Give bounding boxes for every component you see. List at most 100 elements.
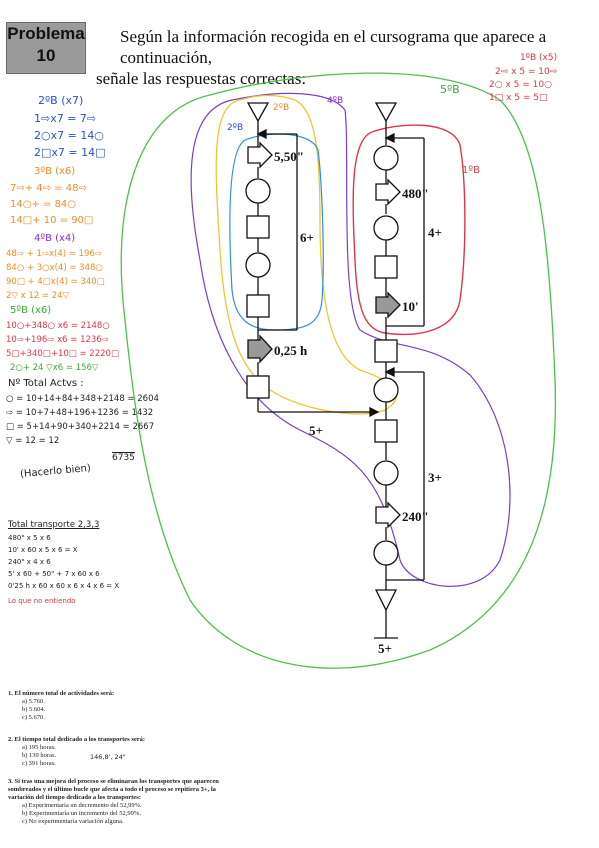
- tag-1b: 1ºB: [462, 165, 480, 176]
- note-1b-l3: 1□ x 5 = 5□: [489, 93, 548, 103]
- note-transp-l5: 0'25 h x 60 x 60 x 6 x 4 x 6 = X: [8, 582, 120, 590]
- intro-text: Según la información recogida en el curs…: [96, 26, 596, 89]
- note-5b-head: 5ºB (x6): [10, 305, 52, 316]
- time-label-240: 240": [402, 509, 429, 524]
- note-total-l1: ○ = 10+14+84+348+2148 = 2604: [6, 394, 159, 404]
- time-label-480: 480": [402, 186, 429, 201]
- question-1: 1. El número total de actividades será: …: [8, 690, 308, 722]
- operation-circle-5: [373, 377, 399, 403]
- note-total-l3: □ = 5+14+90+340+2214 = 2667: [6, 422, 155, 432]
- note-total-l2: ⇨ = 10+7+48+196+1236 = 1432: [6, 408, 154, 418]
- note-4b-l2: 84○ + 3○x(4) = 348○: [6, 263, 103, 273]
- question-2: 2. El tiempo total dedicado a los transp…: [8, 736, 308, 768]
- note-4b-l4: 2▽ x 12 = 24▽: [6, 291, 70, 301]
- tag-4b: 4ºB: [327, 96, 344, 106]
- note-3b-l1: 7⇨+ 4⇨ = 48⇨: [10, 183, 87, 194]
- note-4b-l3: 90□ + 4□x(4) = 340□: [6, 277, 105, 287]
- badge-number: 10: [36, 46, 56, 65]
- transport-arrow-1: [247, 141, 273, 169]
- note-1b-head: 1ºB (x5): [520, 53, 558, 63]
- blue-loop-2b: [229, 133, 324, 331]
- transport-arrow-2: [375, 178, 401, 206]
- question-1-option-c[interactable]: c) 5.670.: [22, 714, 45, 721]
- right-column: [373, 102, 425, 639]
- purple-loop-4b: [190, 92, 511, 587]
- loop-label-4: 4+: [428, 225, 442, 240]
- note-3b-l2: 14○+ = 84○: [10, 199, 77, 210]
- question-3-option-a[interactable]: a) Experimentaría un decremento del 52,9…: [22, 802, 142, 809]
- time-label-025h: 0,25 h: [274, 343, 308, 358]
- question-2-option-b[interactable]: b) 139 horas.: [22, 752, 57, 759]
- note-2b-l2: 2○x7 = 14○: [34, 129, 104, 142]
- transport-arrow-shaded: [247, 334, 273, 364]
- note-5b-l2: 10⇨+196⇨ x6 = 1236⇨: [6, 335, 109, 345]
- note-transp-l4: 5' x 60 + 50" + 7 x 60 x 6: [8, 570, 100, 578]
- tag-2b-yellow: 2ºB: [273, 103, 290, 113]
- note-5b-l4: 2○+ 24 ▽x6 = 156▽: [10, 363, 99, 373]
- time-label-10min: 10': [402, 299, 419, 314]
- question-3-title: 3. Si tras una mejora del proceso se eli…: [8, 778, 219, 801]
- note-4b-l1: 48⇨ + 1⇨x(4) = 196⇨: [6, 249, 102, 259]
- tag-5b: 5ºB: [440, 83, 460, 96]
- loop-label-6: 6+: [300, 230, 314, 245]
- note-5b-l1: 10○+348○ x6 = 2148○: [6, 321, 110, 331]
- note-total-head: Nº Total Actvs :: [8, 378, 84, 389]
- left-column: [245, 102, 380, 418]
- operation-circle-1: [245, 178, 271, 204]
- note-1b-l2: 2○ x 5 = 10○: [489, 80, 552, 90]
- storage-triangle-3: [374, 589, 398, 612]
- badge-title: Problema: [7, 24, 85, 43]
- inspection-square-3: [246, 375, 270, 399]
- note-total-sum: 6735: [112, 452, 135, 463]
- question-1-option-b[interactable]: b) 5.604.: [22, 706, 46, 713]
- note-transp-l2: 10' x 60 x 5 x 6 = X: [8, 546, 78, 554]
- inspection-square-1: [246, 215, 270, 239]
- note-transp-l3: 240" x 4 x 6: [8, 558, 51, 566]
- note-2b-head: 2ºB (x7): [38, 94, 84, 107]
- note-2b-l1: 1⇨x7 = 7⇨: [34, 112, 97, 125]
- operation-circle-6: [373, 460, 399, 486]
- loop-label-5: 5+: [309, 423, 323, 438]
- note-transp-l1: 480" x 5 x 6: [8, 534, 51, 542]
- storage-triangle-2: [374, 102, 398, 123]
- note-transp-l6: Lo que no entiendo: [8, 597, 76, 605]
- tag-2b-blue: 2ºB: [227, 123, 244, 133]
- question-1-option-a[interactable]: a) 5.760.: [22, 698, 45, 705]
- yellow-loop-3b: [215, 94, 397, 415]
- green-loop-5b: [120, 72, 557, 669]
- inspection-square-5: [374, 339, 398, 363]
- transport-arrow-shaded-2: [375, 291, 401, 319]
- inspection-square-4: [374, 255, 398, 279]
- note-2b-l3: 2□x7 = 14□: [34, 146, 106, 159]
- note-3b-head: 3ºB (x6): [34, 166, 76, 177]
- question-3-option-c[interactable]: c) No experimentaría variación alguna.: [22, 818, 124, 825]
- question-2-title: 2. El tiempo total dedicado a los transp…: [8, 736, 146, 743]
- note-3b-l3: 14□+ 10 = 90□: [10, 215, 94, 226]
- intro-line-2: señale las respuestas correctas:: [96, 69, 307, 88]
- note-4b-head: 4ºB (x4): [34, 233, 76, 244]
- operation-circle-7: [373, 540, 399, 566]
- note-total-l4: ▽ = 12 = 12: [6, 436, 60, 446]
- operation-circle-2: [245, 252, 271, 278]
- note-transp-head: Total transporte 2,3,3: [8, 520, 100, 530]
- question-3-option-b[interactable]: b) Experimentaría un incremento del 52,9…: [22, 810, 141, 817]
- note-5b-l3: 5□+340□+10□ = 2220□: [6, 349, 119, 359]
- question-2-option-a[interactable]: a) 195 horas.: [22, 744, 56, 751]
- operation-circle-3: [373, 145, 399, 171]
- end-label-5: 5+: [378, 641, 392, 656]
- question-2-option-c[interactable]: c) 391 horas.: [22, 760, 56, 767]
- loop-label-3: 3+: [428, 470, 442, 485]
- question-2-note: 146,8', 24": [90, 753, 126, 761]
- inspection-square-6: [374, 419, 398, 443]
- note-1b-l1: 2⇨ x 5 = 10⇨: [495, 67, 558, 77]
- red-loop-1b: [352, 124, 466, 336]
- storage-triangle-1: [246, 102, 270, 123]
- question-1-title: 1. El número total de actividades será:: [8, 690, 115, 697]
- problem-badge: Problema 10: [6, 22, 86, 74]
- operation-circle-4: [373, 215, 399, 241]
- transport-arrow-3: [375, 501, 401, 529]
- time-label-550: 5,50": [274, 149, 304, 164]
- intro-line-1: Según la información recogida en el curs…: [120, 27, 547, 67]
- inspection-square-2: [246, 294, 270, 318]
